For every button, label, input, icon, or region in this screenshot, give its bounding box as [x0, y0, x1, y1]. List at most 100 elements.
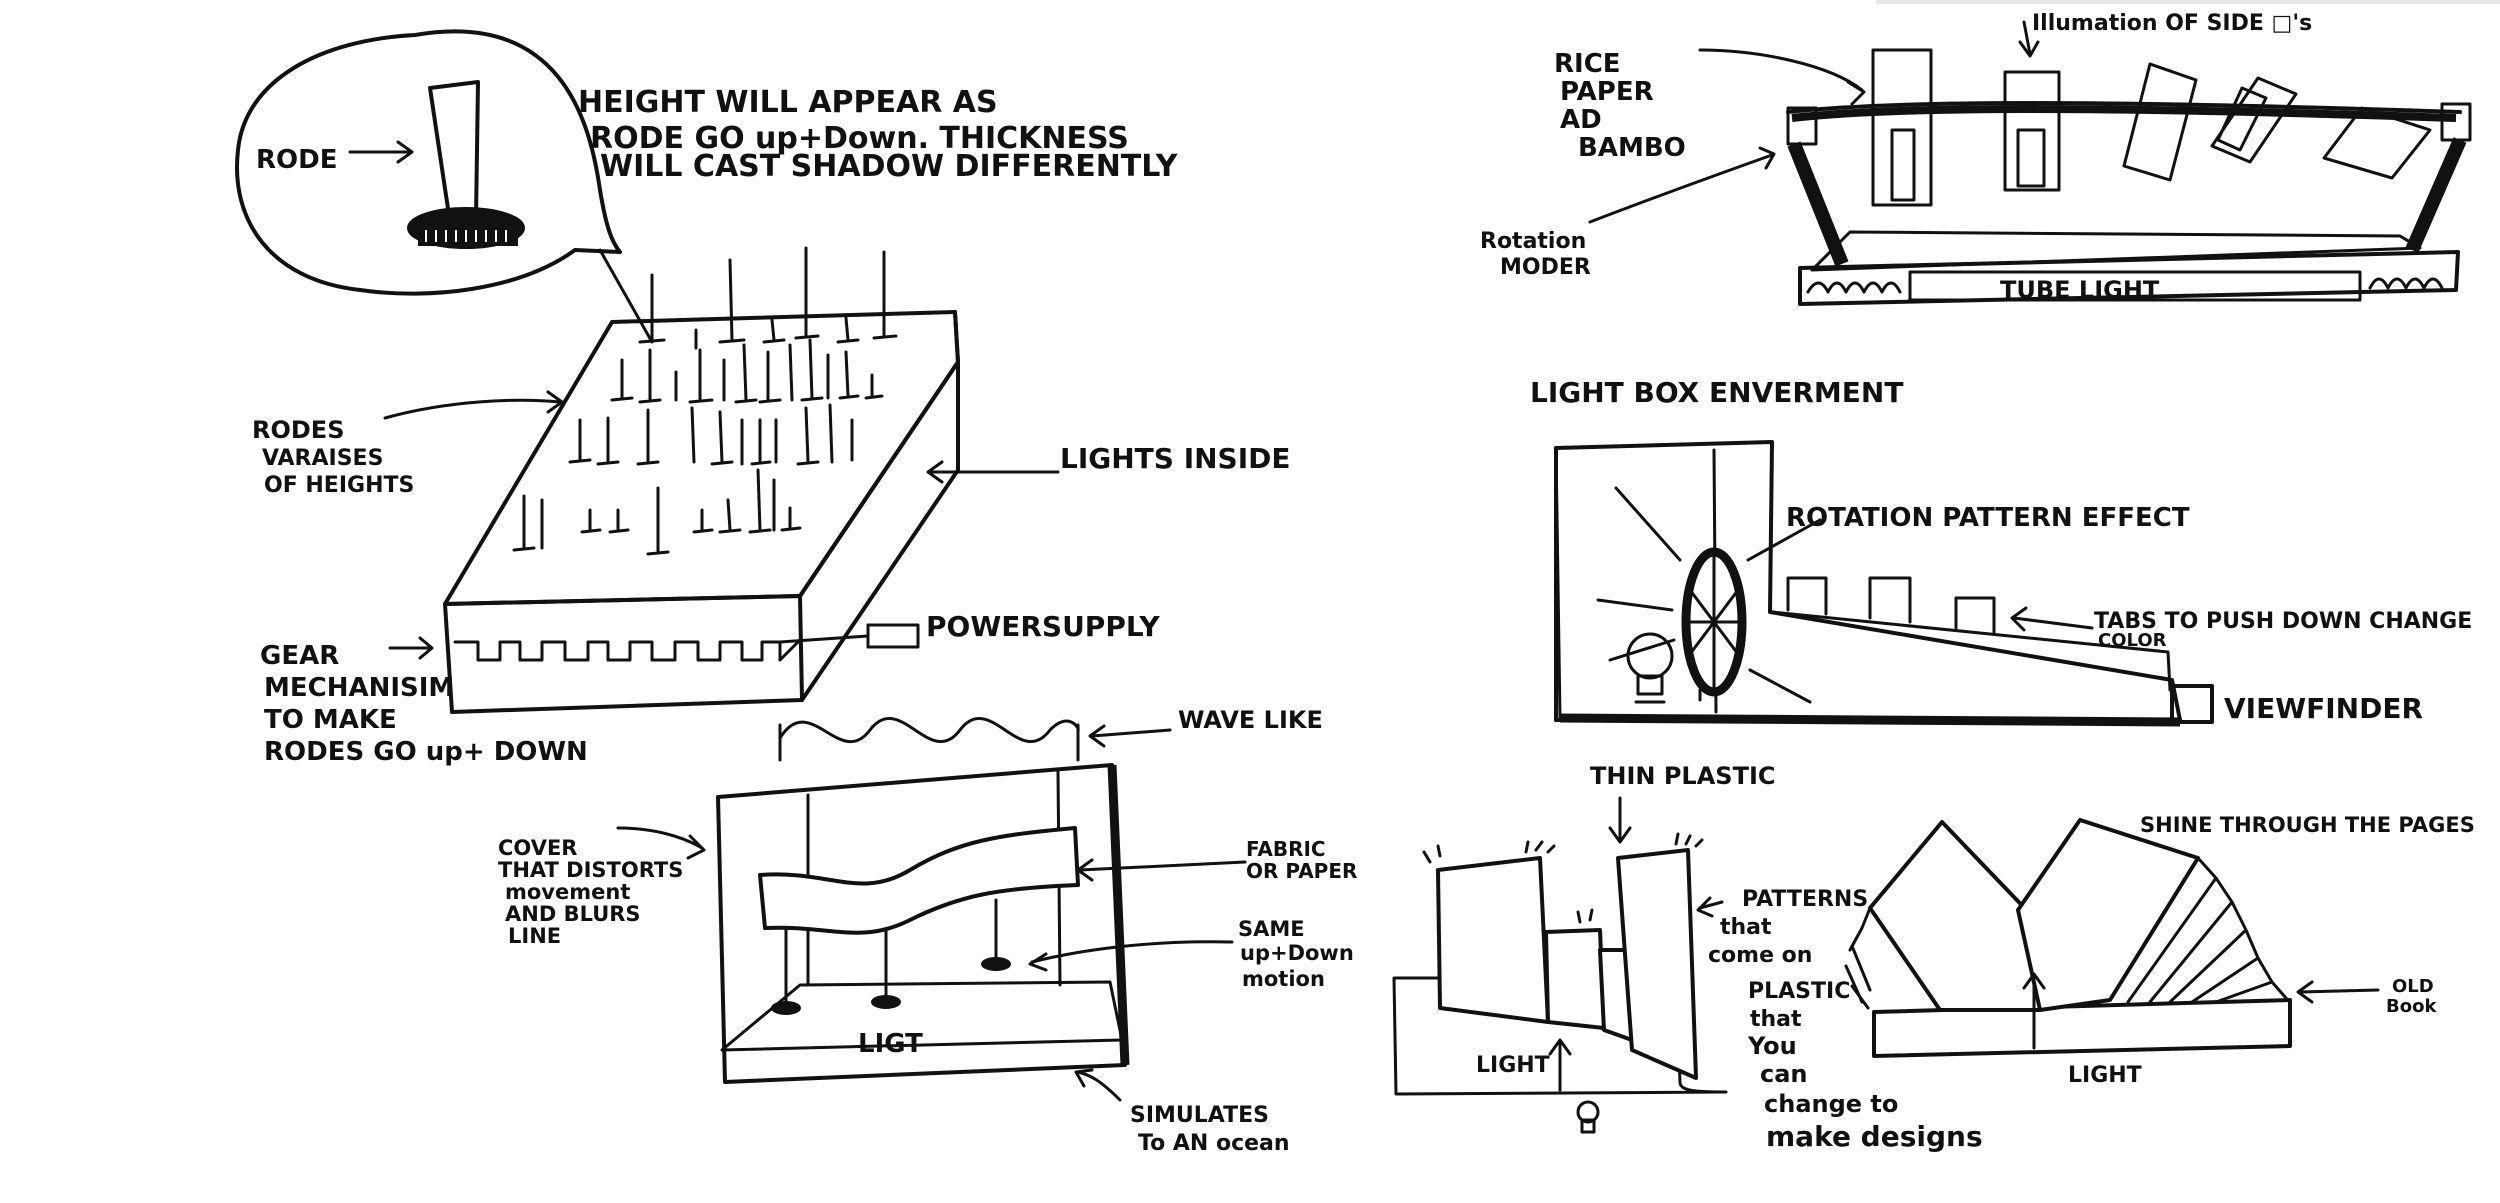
rod-foot-1	[771, 1001, 801, 1015]
rotation-arrow	[1588, 153, 1774, 224]
label-rodes-2: VARAISES	[262, 446, 383, 471]
rod-base-ring	[418, 226, 518, 246]
power-supply-box	[866, 623, 920, 649]
label-patterns-2: that	[1720, 915, 1772, 940]
lightbox-ramp	[1770, 610, 2172, 692]
label-tabs-2: COLOR	[2098, 630, 2167, 651]
tube-base-top	[1810, 230, 2422, 272]
tube-light-box	[1908, 270, 2362, 302]
label-patterns-1: PATTERNS	[1742, 887, 1868, 912]
label-patterns-4: PLASTIC	[1748, 979, 1850, 1004]
callout-pointer	[598, 248, 654, 344]
rods-group	[512, 246, 898, 556]
gear-arrowhead	[418, 636, 434, 660]
label-height-3: WILL CAST SHADOW DIFFERENTLY	[600, 149, 1179, 184]
label-gear-1: GEAR	[260, 641, 339, 671]
label-power-supply: POWERSUPPLY	[926, 610, 1160, 643]
support-right	[2405, 137, 2467, 253]
lightbox-floor	[1559, 713, 2181, 727]
patterns-arrow	[1698, 900, 1724, 910]
fabric-arrow	[1078, 860, 1247, 872]
rod-foot-3	[981, 957, 1011, 971]
ocean-base	[720, 980, 1124, 1052]
same-arrow	[1030, 940, 1234, 964]
ocean-frame-edge	[1107, 764, 1130, 1066]
book-light-base	[1872, 998, 2292, 1058]
push-tabs	[1786, 576, 1996, 634]
label-cover-4: AND BLURS	[505, 902, 641, 926]
callout-bubble	[235, 29, 622, 296]
thin-arrowhead	[1608, 826, 1632, 844]
label-same-2: up+Down	[1240, 941, 1354, 965]
same-arrowhead	[1028, 952, 1048, 972]
rod-detail	[428, 80, 480, 224]
old-book-arrow	[2298, 988, 2380, 994]
label-rice-2: PAPER	[1560, 77, 1654, 107]
support-left	[1787, 141, 1849, 267]
tube-base	[1798, 250, 2460, 306]
plastic-sheet-1	[1436, 856, 1550, 1024]
book-page-left-stack	[1844, 906, 1872, 1010]
ocean-rods	[784, 898, 998, 1007]
wheel-spokes	[1686, 550, 1742, 694]
book-page-right-1	[2016, 818, 2200, 1012]
small-bulb-base	[1580, 1118, 1596, 1134]
bulb	[1626, 632, 1674, 680]
label-gear-2: MECHANISIM	[264, 673, 454, 703]
label-rotation-2: MODER	[1500, 255, 1591, 280]
tabs-arrowhead	[2010, 606, 2028, 632]
scan-edge	[1876, 0, 2500, 4]
label-lights-inside: LIGHTS INSIDE	[1060, 442, 1291, 475]
label-patterns-6: You	[1747, 1032, 1797, 1060]
label-tabs-1: TABS TO PUSH DOWN CHANGE	[2094, 609, 2472, 634]
label-rodes-1: RODES	[252, 416, 344, 444]
paper-panel-1-inner	[1890, 128, 1916, 202]
label-cover-1: COVER	[498, 836, 577, 860]
paper-panel-1	[1871, 48, 1933, 207]
label-patterns-3: come on	[1708, 943, 1812, 968]
plastic-sheet-2	[1544, 928, 1606, 1030]
label-thin-plastic: THIN PLASTIC	[1590, 762, 1775, 790]
bar-end-left	[1786, 106, 1818, 146]
label-rice-4: BAMBO	[1578, 133, 1686, 163]
ocean-sketch: WAVE LIKE COVER THAT DISTORTS movement A…	[498, 706, 1357, 1156]
label-gear-4: RODES GO up+ DOWN	[264, 737, 588, 767]
book-page-right-stack	[2126, 856, 2288, 1004]
lightbox-sketch: LIGHT BOX ENVERMENT ROTATION PATTERN EFF…	[1530, 376, 2472, 727]
wave-line	[778, 716, 1080, 744]
label-light-ocean: LIGT	[858, 1029, 923, 1059]
old-book-arrowhead	[2296, 980, 2314, 1004]
gear-teeth	[453, 638, 802, 662]
paper-panel-4b	[2216, 86, 2268, 152]
viewfinder-box	[2170, 684, 2214, 724]
rod-box-edge	[953, 310, 960, 364]
rode-arrowhead	[396, 140, 414, 164]
plastic-light-arrowhead	[1548, 1038, 1572, 1056]
label-lightbox-title: LIGHT BOX ENVERMENT	[1530, 376, 1903, 409]
power-wire	[778, 634, 870, 644]
paper-panel-2-inner	[2016, 128, 2046, 188]
paper-panel-3	[2122, 62, 2198, 182]
rod-box-sketch: RODE HEIGHT WILL APPEAR AS RODE GO up+Do…	[235, 29, 1291, 767]
label-tube-light: TUBE LIGHT	[2000, 276, 2160, 304]
book-page-left-1	[1868, 820, 2042, 1012]
label-patterns-7: can	[1760, 1060, 1808, 1088]
rod-box-side	[798, 360, 960, 702]
lights-arrowhead	[926, 460, 944, 484]
lightbox-left	[1554, 446, 1562, 720]
label-viewfinder: VIEWFINDER	[2224, 692, 2423, 725]
label-fabric-2: OR PAPER	[1246, 859, 1357, 883]
label-old-2: Book	[2386, 996, 2437, 1017]
coil-left	[1806, 281, 1902, 294]
plastic-sketch: THIN PLASTIC LIGHT PATTERNS that come on…	[1392, 762, 1983, 1153]
rod-foot-2	[871, 995, 901, 1009]
label-cover-3: movement	[505, 880, 630, 904]
cover-arrowhead	[686, 834, 706, 860]
rice-arrowhead	[1846, 80, 1866, 106]
lightbox-frame	[1554, 440, 2182, 722]
book-light-arrowhead	[2022, 972, 2046, 990]
label-light-book: LIGHT	[2068, 1063, 2142, 1088]
paper-panel-5	[2322, 106, 2432, 180]
